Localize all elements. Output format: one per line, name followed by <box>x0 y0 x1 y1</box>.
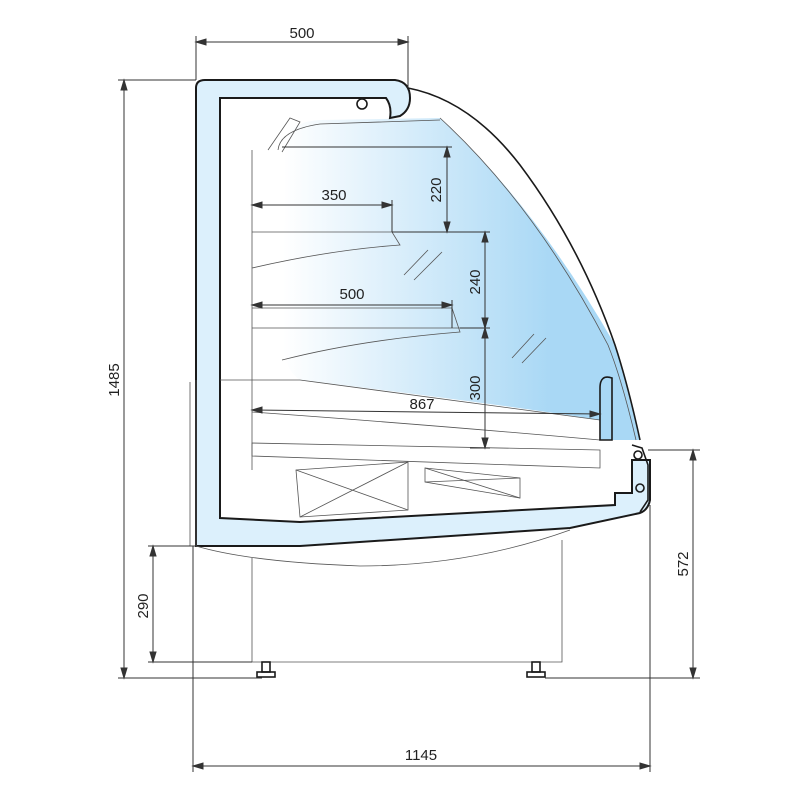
front-glass-inner-curve <box>439 117 637 441</box>
front-rail <box>599 376 613 441</box>
dim-label-shelf3-height: 300 <box>467 375 484 400</box>
glass-reflection-marks-upper <box>403 249 443 281</box>
shelf-2 <box>252 307 461 361</box>
dim-label-base-depth: 867 <box>409 396 434 413</box>
rear-vent-duct <box>267 117 301 153</box>
dim-shelf3-height <box>470 326 490 450</box>
dim-total-width <box>191 505 652 772</box>
glass-reflection-marks-lower <box>511 333 547 364</box>
leveling-feet <box>256 661 546 678</box>
front-control-panel <box>631 444 649 513</box>
base-skirt <box>195 529 571 567</box>
dim-label-shelf1-depth: 350 <box>321 187 346 204</box>
front-glass-curve <box>407 87 641 441</box>
dim-top-width <box>194 36 410 88</box>
shelf-1 <box>251 231 401 269</box>
dim-shelf2-height <box>452 230 490 330</box>
rear-side-panel <box>189 380 197 546</box>
base-frame <box>251 540 563 663</box>
control-knobs <box>633 450 645 493</box>
dim-label-counter-height: 572 <box>675 551 692 576</box>
dim-shelf1-depth <box>250 200 394 232</box>
dim-label-leg-height: 290 <box>135 593 152 618</box>
dim-label-shelf1-height: 220 <box>428 177 445 202</box>
display-deck <box>251 442 601 469</box>
dim-total-height <box>118 78 262 680</box>
dim-label-top-width: 500 <box>289 25 314 42</box>
dim-counter-height <box>545 448 700 680</box>
cabinet-insulation-body <box>195 79 651 547</box>
light-fixture <box>356 98 368 110</box>
dim-label-shelf2-height: 240 <box>467 269 484 294</box>
display-glass-volume <box>283 118 640 440</box>
dim-label-total-width: 1145 <box>405 747 437 764</box>
shelf-3-base <box>220 379 601 441</box>
dim-leg-height <box>148 544 252 664</box>
dim-shelf1-height <box>282 145 452 234</box>
dim-label-shelf2-depth: 500 <box>339 286 364 303</box>
evaporator-coils <box>295 461 521 518</box>
dim-base-depth <box>250 406 602 418</box>
dim-label-total-height: 1485 <box>106 363 123 396</box>
dim-shelf2-depth <box>250 300 454 328</box>
interior-liner <box>277 119 441 151</box>
